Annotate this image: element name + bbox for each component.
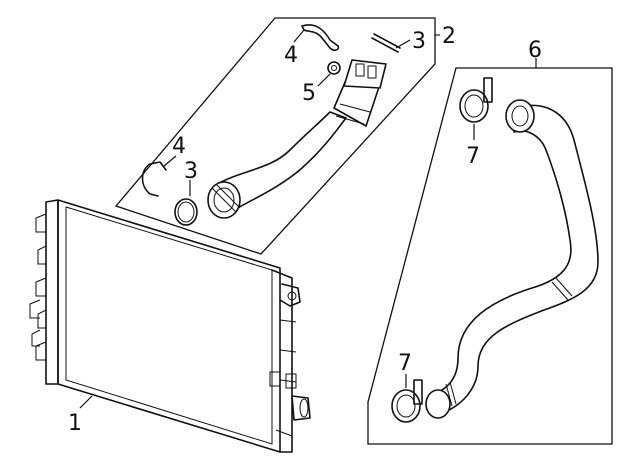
clamp-upper [459, 77, 493, 123]
callout-clip-lower: 4 [172, 134, 186, 159]
callout-sensor: 5 [302, 81, 316, 106]
outlet-hose-group-frame [367, 67, 613, 445]
leader-clip-upper [293, 29, 305, 43]
clamp-lower [391, 379, 423, 423]
callout-intercooler: 1 [68, 411, 82, 436]
callout-clamp-lower: 7 [398, 351, 412, 376]
leader-sensor [317, 73, 331, 87]
oring-upper [371, 33, 401, 53]
oring-lower [174, 198, 198, 226]
callout-oring-upper: 3 [412, 29, 426, 54]
inlet-hose [207, 59, 387, 219]
clip-upper [301, 24, 340, 51]
inlet-hose-group-frame [114, 17, 436, 255]
clip-lower [141, 161, 167, 197]
callout-inlet-hose-group: 2 [442, 24, 456, 49]
intercooler [29, 199, 311, 453]
sensor [327, 61, 341, 75]
leader-clip-lower [163, 155, 177, 167]
callout-outlet-hose-group: 6 [528, 38, 542, 63]
callout-oring-lower: 3 [184, 159, 198, 184]
leader-intercooler [79, 395, 93, 409]
leader-oring-upper [395, 39, 411, 49]
callout-clamp-upper: 7 [466, 144, 480, 169]
callout-clip-upper: 4 [284, 43, 298, 68]
outlet-hose [425, 99, 599, 419]
